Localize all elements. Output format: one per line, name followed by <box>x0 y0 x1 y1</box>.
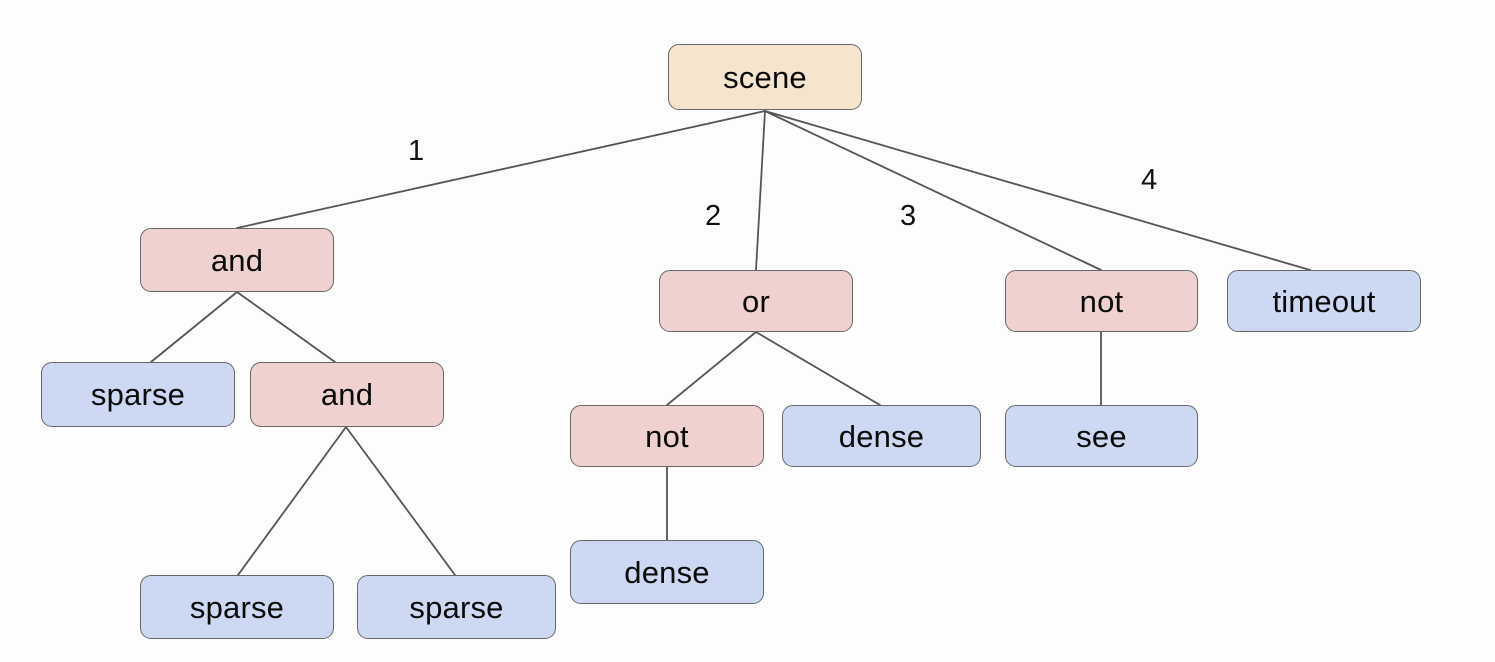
tree-edge <box>764 110 1311 271</box>
tree-node-or[interactable]: or <box>659 270 853 332</box>
tree-node-timeout[interactable]: timeout <box>1227 270 1421 332</box>
tree-node-sparse[interactable]: sparse <box>140 575 334 639</box>
tree-node-dense[interactable]: dense <box>570 540 764 604</box>
tree-edge <box>236 110 766 229</box>
tree-edge <box>755 110 766 271</box>
tree-node-not[interactable]: not <box>570 405 764 467</box>
edge-label-3: 3 <box>900 200 917 232</box>
tree-node-not[interactable]: not <box>1005 270 1198 332</box>
tree-edge <box>764 110 1102 271</box>
tree-edge <box>150 291 238 363</box>
tree-edge <box>345 426 456 576</box>
tree-edge <box>755 331 881 406</box>
tree-node-sparse[interactable]: sparse <box>357 575 556 639</box>
tree-node-dense[interactable]: dense <box>782 405 981 467</box>
tree-edge <box>236 291 336 363</box>
tree-edge <box>237 426 347 576</box>
tree-node-scene[interactable]: scene <box>668 44 862 110</box>
tree-node-see[interactable]: see <box>1005 405 1198 467</box>
edge-label-4: 4 <box>1141 164 1158 196</box>
edge-label-1: 1 <box>408 135 425 167</box>
tree-node-sparse[interactable]: sparse <box>41 362 235 427</box>
tree-node-and[interactable]: and <box>250 362 444 427</box>
tree-node-and[interactable]: and <box>140 228 334 292</box>
tree-edge <box>666 331 757 406</box>
edge-label-2: 2 <box>705 200 722 232</box>
